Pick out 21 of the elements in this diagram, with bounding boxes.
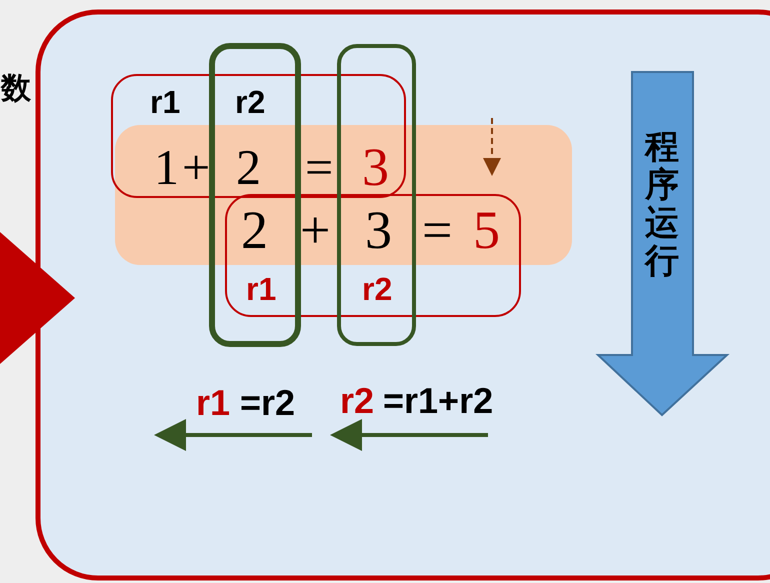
variable-name: r1 — [150, 86, 180, 118]
digit: 5 — [473, 203, 500, 257]
digit: 2 — [236, 142, 261, 192]
operator: = — [422, 203, 452, 257]
assignment-text: =r2 — [240, 385, 296, 421]
assignment-text: =r1+r2 — [383, 383, 494, 419]
operator: + — [300, 203, 330, 257]
down-arrow-shape — [595, 71, 730, 416]
variable-name: r2 — [362, 273, 392, 305]
arrow-label: 程序运行 — [644, 128, 680, 280]
digit: 3 — [365, 203, 392, 257]
digit: 2 — [241, 203, 268, 257]
operator: = — [305, 142, 334, 192]
variable-name: r1 — [246, 273, 276, 305]
variable-name: r2 — [235, 86, 266, 118]
variable-name: r2 — [340, 383, 374, 419]
variable-name: r1 — [196, 385, 230, 421]
heading-fragment: 数 — [1, 74, 31, 104]
digit: 3 — [362, 140, 389, 194]
digit: 1 — [154, 142, 179, 192]
operator: + — [182, 142, 210, 192]
